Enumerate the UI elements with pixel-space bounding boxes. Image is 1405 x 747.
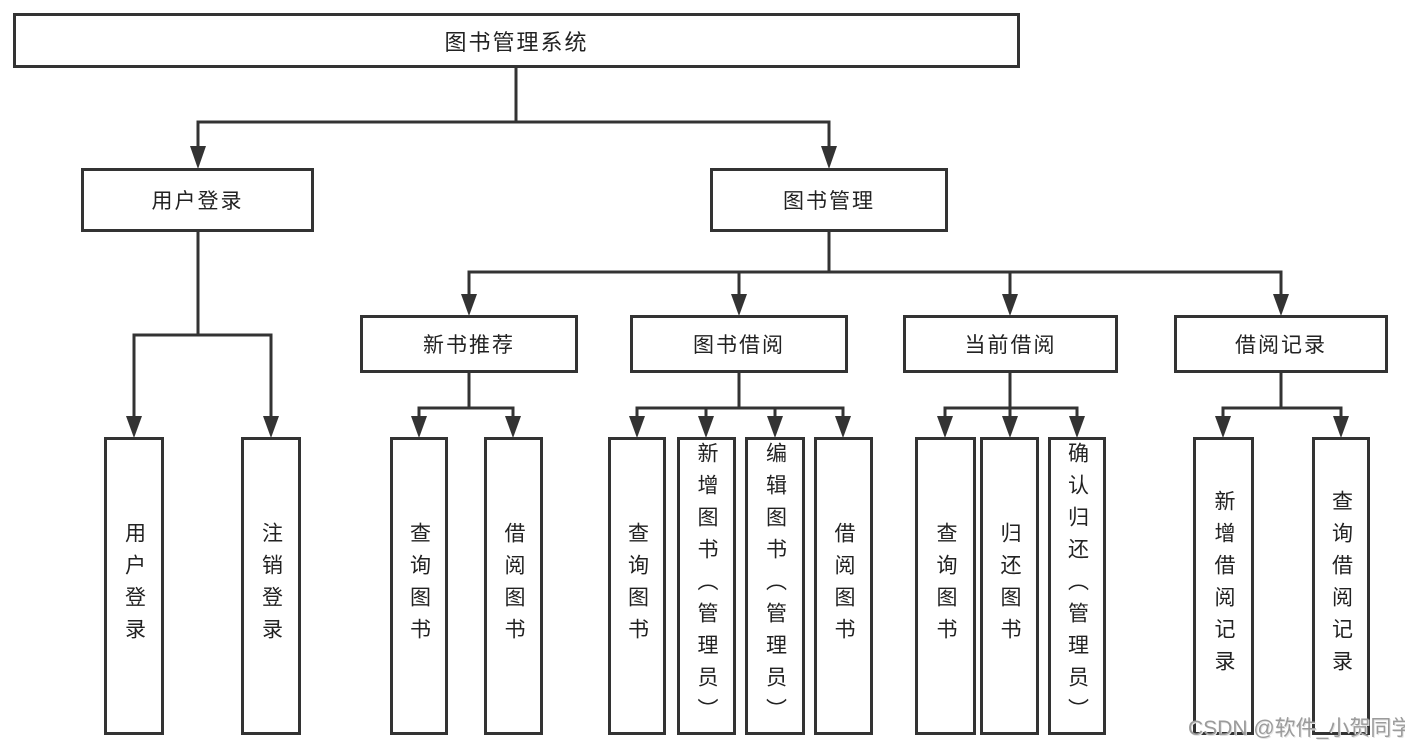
leaf-borrow-books: 借阅图书	[484, 437, 543, 735]
leaf-confirm-return-admin: 确认归还（管理员）	[1048, 437, 1106, 735]
node-label: 查询图书	[625, 522, 649, 650]
node-borrowing-records: 借阅记录	[1174, 315, 1388, 373]
node-label: 新书推荐	[423, 334, 515, 357]
node-user-login: 用户登录	[81, 168, 314, 232]
leaf-logout: 注销登录	[241, 437, 301, 735]
leaf-return-books: 归还图书	[980, 437, 1039, 735]
leaf-user-login: 用户登录	[104, 437, 164, 735]
node-label: 新增图书（管理员）	[695, 442, 718, 730]
node-label: 图书管理	[783, 190, 875, 213]
node-label: 编辑图书（管理员）	[763, 442, 787, 730]
leaf-query-books: 查询图书	[608, 437, 666, 735]
node-label: 借阅记录	[1235, 334, 1327, 357]
node-book-management: 图书管理	[710, 168, 948, 232]
node-book-borrowing: 图书借阅	[630, 315, 848, 373]
leaf-borrow-books: 借阅图书	[814, 437, 873, 735]
leaf-query-borrow-record: 查询借阅记录	[1312, 437, 1370, 735]
node-label: 查询图书	[934, 522, 957, 650]
node-label: 新增借阅记录	[1212, 490, 1235, 682]
node-label: 查询借阅记录	[1329, 490, 1353, 682]
node-label: 当前借阅	[964, 334, 1057, 357]
node-label: 注销登录	[259, 522, 283, 650]
node-new-book-recommendation: 新书推荐	[360, 315, 578, 373]
node-label: 确认归还（管理员）	[1065, 442, 1089, 730]
node-label: 图书借阅	[693, 334, 785, 357]
node-label: 归还图书	[998, 522, 1021, 650]
leaf-query-books: 查询图书	[390, 437, 448, 735]
node-label: 用户登录	[122, 522, 146, 650]
node-label: 借阅图书	[502, 522, 525, 650]
node-library-management-system: 图书管理系统	[13, 13, 1020, 68]
leaf-add-borrow-record: 新增借阅记录	[1193, 437, 1254, 735]
node-label: 图书管理系统	[444, 29, 589, 55]
node-label: 用户登录	[151, 190, 244, 213]
csdn-watermark: CSDN @软件_小贺同学	[1188, 717, 1405, 740]
leaf-edit-books-admin: 编辑图书（管理员）	[745, 437, 805, 735]
node-label: 借阅图书	[832, 522, 855, 650]
leaf-add-books-admin: 新增图书（管理员）	[677, 437, 736, 735]
node-label: 查询图书	[407, 522, 431, 650]
leaf-query-books: 查询图书	[915, 437, 976, 735]
node-current-borrowing: 当前借阅	[903, 315, 1118, 373]
